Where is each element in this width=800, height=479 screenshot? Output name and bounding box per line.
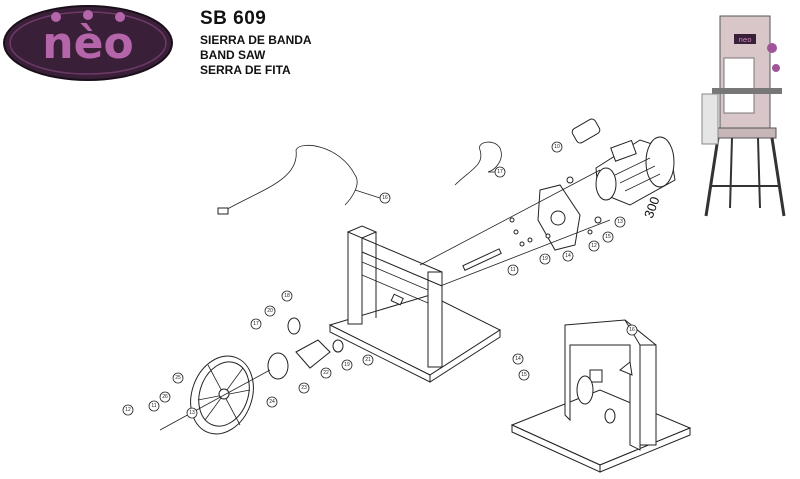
callout-17b: 17: [253, 321, 259, 327]
callout-16b: 16: [629, 327, 635, 333]
callout-24: 24: [269, 399, 275, 405]
callout-19b: 19: [344, 362, 350, 368]
callout-15: 15: [605, 234, 611, 240]
band-saw-photo: neo: [701, 15, 786, 217]
fasteners: [509, 176, 602, 247]
model-number: SB 609: [200, 8, 267, 29]
callout-21: 21: [365, 357, 371, 363]
wire: [454, 141, 502, 186]
lower-frame: [510, 319, 692, 473]
product-name-en: BAND SAW: [200, 48, 266, 62]
callout-15b: 15: [521, 372, 527, 378]
callout-14: 14: [565, 253, 571, 259]
callout-10: 10: [554, 144, 560, 150]
callout-16: 16: [382, 195, 388, 201]
svg-text:neo: neo: [738, 36, 751, 44]
callout-26: 26: [162, 394, 168, 400]
svg-text:nèo: nèo: [42, 18, 133, 69]
callout-19: 19: [542, 256, 548, 262]
callout-23: 23: [301, 385, 307, 391]
motor: [595, 136, 676, 206]
band-wheel: [190, 355, 254, 435]
shaft: [462, 248, 502, 271]
callout-14b: 14: [515, 356, 521, 362]
callout-20: 20: [267, 308, 273, 314]
callout-13: 13: [617, 219, 623, 225]
callout-12b: 12: [125, 407, 131, 413]
callout-25: 25: [175, 375, 181, 381]
callout-12: 12: [591, 243, 597, 249]
callout-11: 11: [510, 267, 515, 273]
title-block: SB 609 SIERRA DE BANDA BAND SAW SERRA DE…: [200, 8, 312, 78]
neo-logo: nèo: [3, 5, 173, 81]
power-cord: [221, 144, 358, 213]
callout-17: 17: [497, 169, 503, 175]
product-name-pt: SERRA DE FITA: [200, 63, 291, 77]
callout-11b: 11: [151, 403, 156, 409]
base-frame: [328, 225, 502, 383]
callout-18: 18: [284, 293, 290, 299]
callout-13b: 13: [189, 410, 195, 416]
plug: [217, 207, 229, 215]
capacitor: [571, 118, 601, 144]
callout-22: 22: [323, 370, 329, 376]
product-name-es: SIERRA DE BANDA: [200, 33, 312, 47]
pulley-assembly: [267, 317, 344, 380]
